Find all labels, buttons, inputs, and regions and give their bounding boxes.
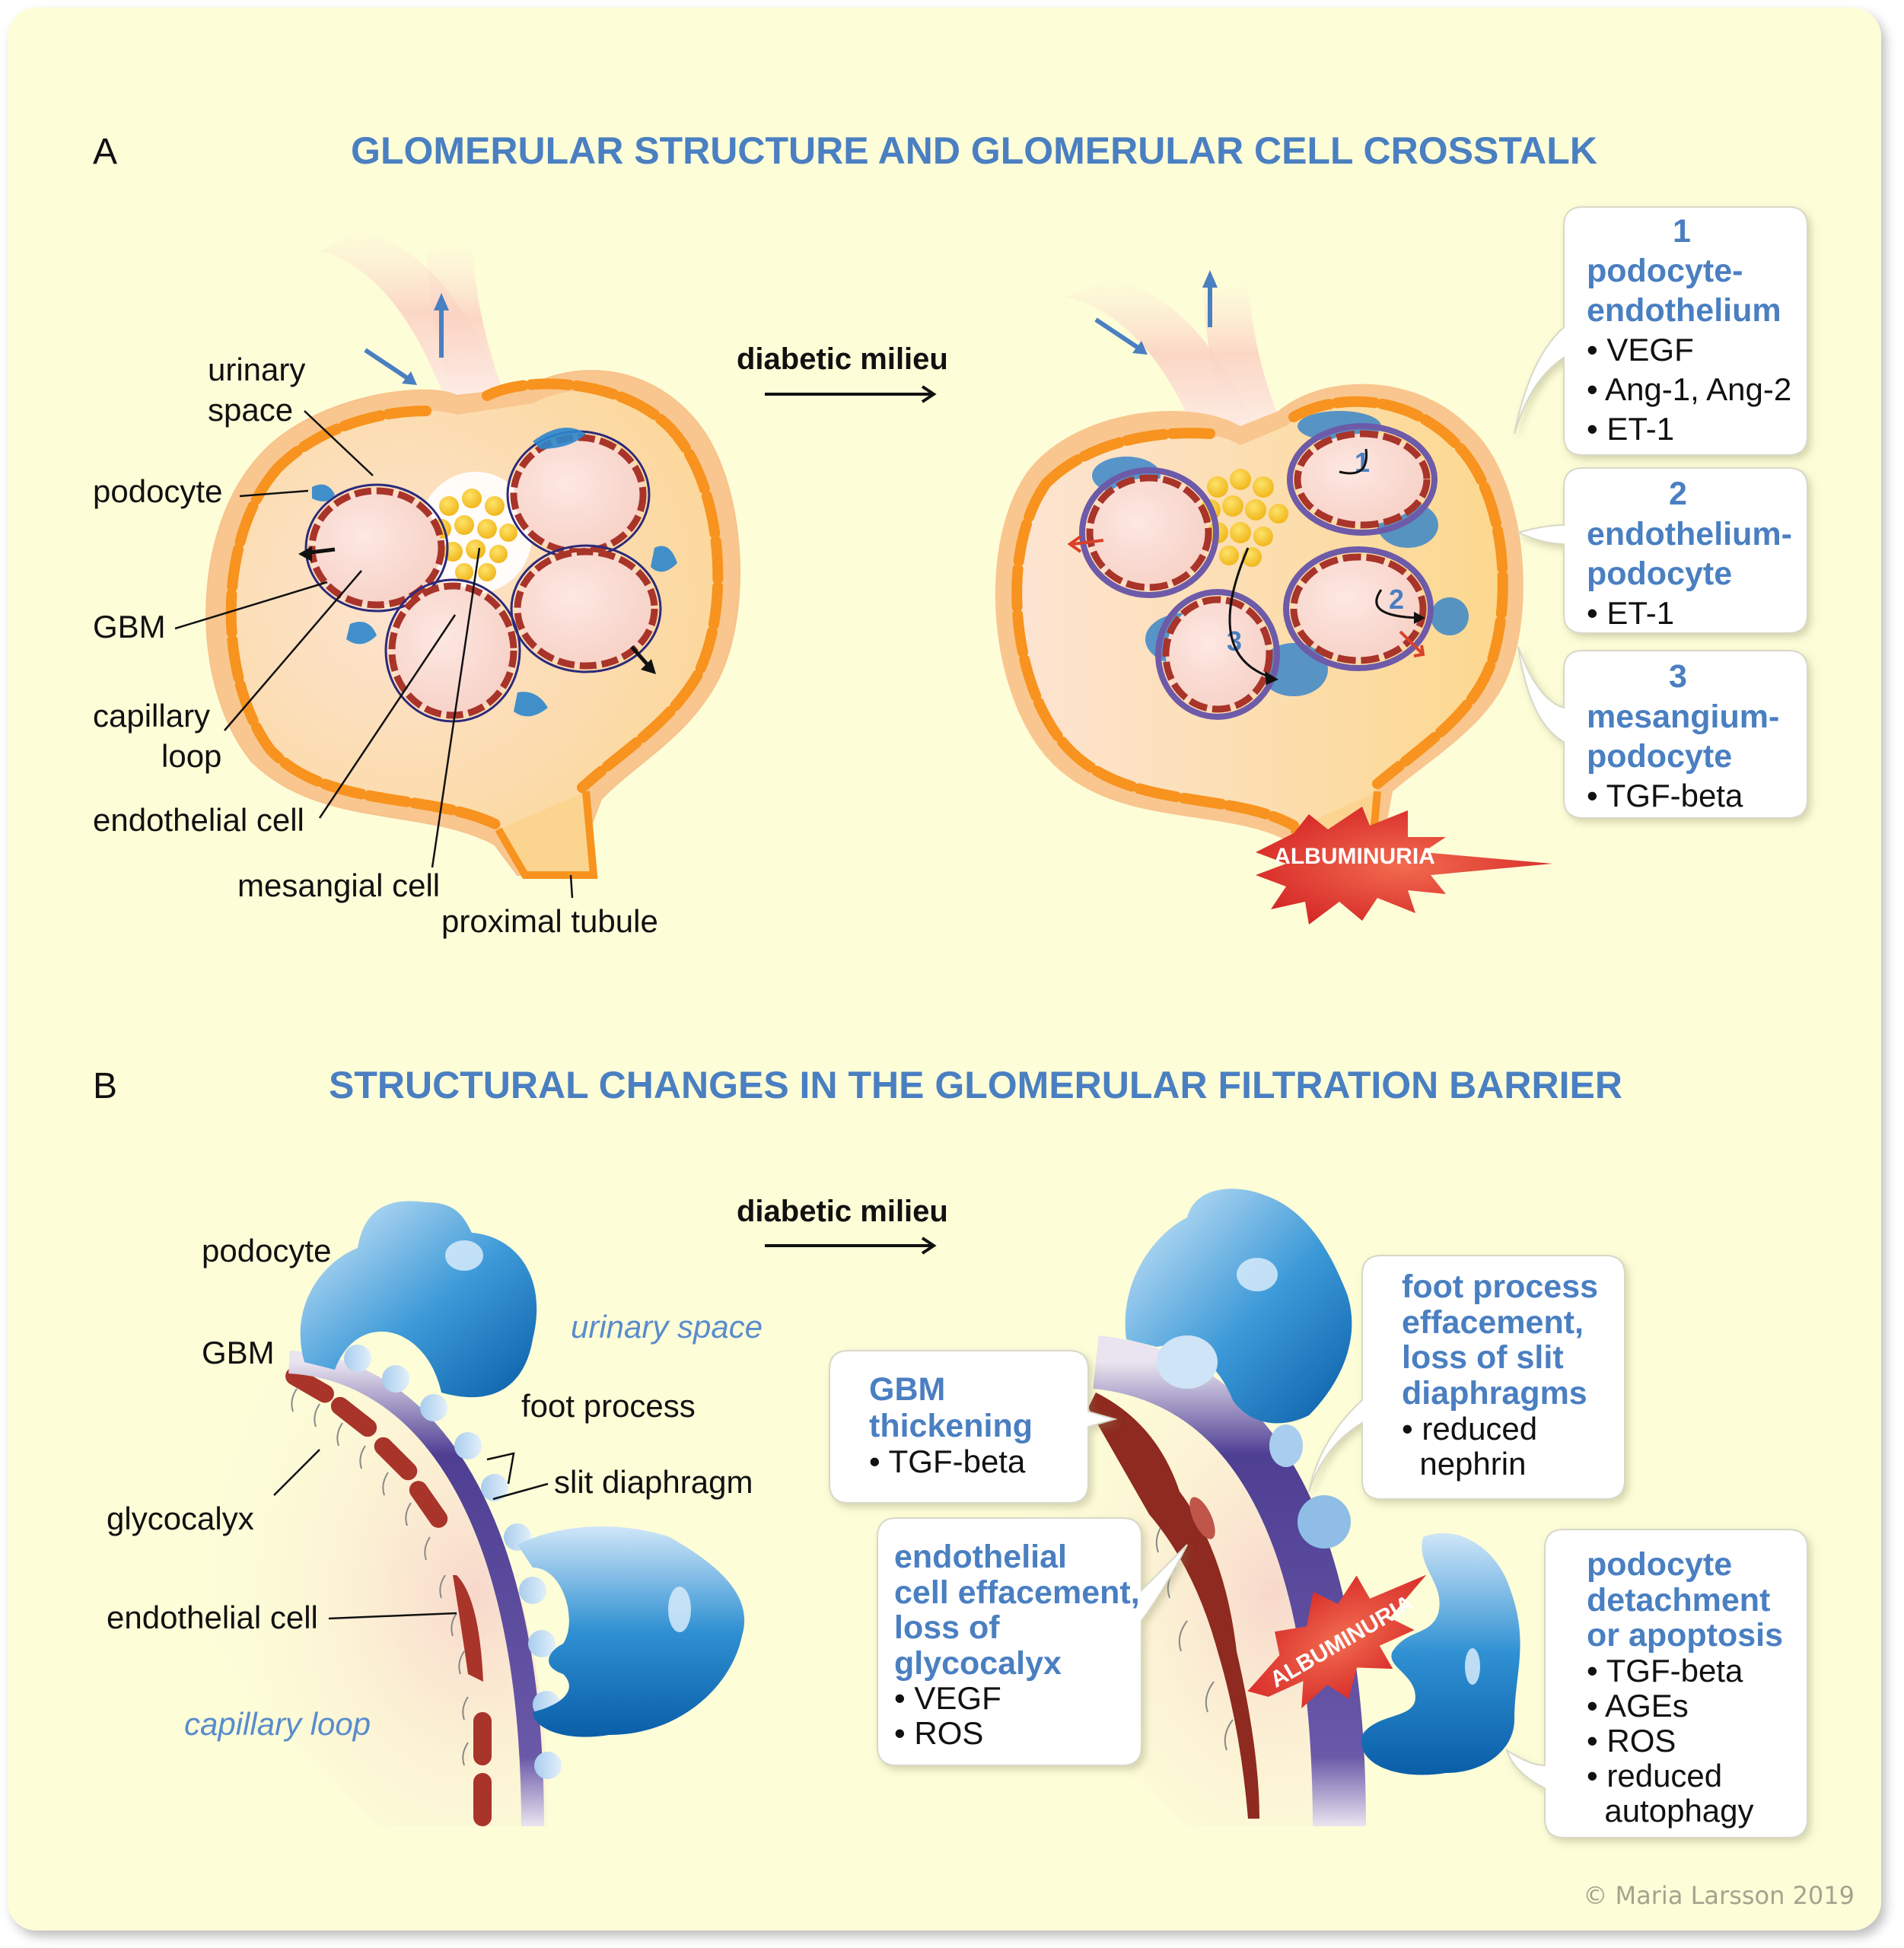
callout-endo-heading-4: glycocalyx (894, 1645, 1062, 1682)
panel-a-callout-3 (1517, 646, 1808, 819)
label-gbm: GBM (93, 609, 166, 645)
callout-endo-heading-3: loss of (894, 1609, 1000, 1646)
panel-b-title: STRUCTURAL CHANGES IN THE GLOMERULAR FIL… (329, 1064, 1622, 1106)
callout-foot-item-1: • reduced (1402, 1411, 1537, 1447)
crosstalk-marker-3: 3 (1227, 625, 1242, 657)
callout-2-item-1: • ET-1 (1587, 595, 1674, 631)
callout-gbm-thickening-box (829, 1350, 1118, 1504)
callout-1-heading-1: podocyte- (1587, 253, 1743, 289)
label-b-glycocalyx: glycocalyx (107, 1501, 254, 1536)
label-b-foot-process: foot process (521, 1388, 696, 1424)
label-capillary-loop-2: loop (161, 738, 221, 774)
mesangial-cells (431, 489, 517, 581)
callout-endothelial-box (877, 1517, 1188, 1766)
panel-a-letter: A (93, 132, 117, 172)
callout-podo-heading-3: or apoptosis (1587, 1617, 1783, 1654)
callout-2-number: 2 (1669, 476, 1687, 512)
callout-podocyte-box (1505, 1529, 1808, 1838)
callout-endo-item-1: • VEGF (894, 1680, 1001, 1716)
podocytes (312, 428, 677, 717)
label-b-gbm: GBM (202, 1335, 275, 1370)
callout-1-heading-2: endothelium (1587, 292, 1781, 329)
callout-foot-heading-4: diaphragms (1402, 1375, 1587, 1412)
callout-gbm-heading-2: thickening (869, 1408, 1033, 1444)
label-b-capillary-loop: capillary loop (184, 1706, 371, 1742)
label-endothelial-cell: endothelial cell (93, 802, 304, 838)
callout-podo-item-4: • reduced (1587, 1758, 1722, 1794)
capillary-loops (304, 430, 662, 723)
callout-podo-item-1: • TGF-beta (1587, 1653, 1743, 1689)
panel-a-transition-arrow-icon (765, 385, 937, 403)
callout-podo-item-2: • AGEs (1587, 1688, 1689, 1724)
callout-podo-heading-1: podocyte (1587, 1546, 1732, 1583)
panel-a-labels: urinary space podocyte GBM capillary loo… (93, 352, 658, 939)
callout-1-number: 1 (1673, 213, 1691, 250)
label-proximal-tubule: proximal tubule (441, 903, 658, 939)
lower-podocyte (517, 1526, 745, 1737)
callout-foot-process-box (1308, 1255, 1625, 1500)
callout-gbm-heading-1: GBM (869, 1371, 945, 1408)
normal-glomerulus-diagram (205, 228, 740, 879)
callout-endo-heading-1: endothelial (894, 1539, 1067, 1575)
callout-endo-heading-2: cell effacement, (894, 1574, 1140, 1611)
label-b-slit-diaphragm: slit diaphragm (554, 1464, 753, 1500)
copyright: © Maria Larsson 2019 (1583, 1881, 1855, 1910)
label-capillary-loop-1: capillary (93, 698, 210, 734)
panel-b-letter: B (93, 1066, 117, 1106)
normal-filtration-barrier (183, 1201, 745, 1827)
callout-2-heading-2: podocyte (1587, 555, 1732, 592)
callout-2-heading-1: endothelium- (1587, 516, 1792, 552)
panel-b-labels: podocyte GBM urinary space foot process … (107, 1233, 763, 1742)
panel-a-albuminuria-label: ALBUMINURIA (1274, 844, 1435, 869)
callout-endo-item-2: • ROS (894, 1715, 983, 1751)
callout-3-heading-2: podocyte (1587, 738, 1732, 775)
label-urinary-space-2: space (208, 392, 293, 428)
callout-3-number: 3 (1669, 658, 1687, 695)
gbm-band (288, 1351, 544, 1827)
parietal-epithelium-top (272, 406, 431, 473)
label-b-podocyte: podocyte (202, 1233, 331, 1268)
callout-1-item-3: • ET-1 (1587, 411, 1674, 447)
callout-podo-item-5: autophagy (1587, 1793, 1754, 1829)
callout-foot-heading-1: foot process (1402, 1268, 1598, 1305)
label-b-urinary-space: urinary space (571, 1309, 763, 1345)
callout-gbm-item-1: • TGF-beta (869, 1443, 1026, 1479)
callout-podo-heading-2: detachment (1587, 1582, 1770, 1619)
panel-a-title: GLOMERULAR STRUCTURE AND GLOMERULAR CELL… (351, 129, 1597, 172)
panel-a-albuminuria-burst: ALBUMINURIA (1256, 807, 1552, 925)
panel-b-transition-arrow-icon (765, 1237, 937, 1255)
callout-1-item-1: • VEGF (1587, 332, 1694, 368)
label-b-endothelial-cell: endothelial cell (107, 1599, 318, 1635)
parietal-epithelium (225, 463, 504, 831)
label-podocyte: podocyte (93, 473, 222, 509)
crosstalk-marker-2: 2 (1389, 584, 1404, 615)
callout-3-heading-1: mesangium- (1587, 699, 1779, 735)
proximal-tubule (495, 791, 598, 879)
inflow-arrow-icon (364, 348, 412, 383)
label-urinary-space-1: urinary (208, 352, 305, 387)
parietal-epithelium-right (482, 378, 724, 793)
callout-foot-item-2: nephrin (1402, 1446, 1526, 1482)
panel-a-transition-label: diabetic milieu (737, 342, 948, 376)
callout-foot-heading-2: effacement, (1402, 1304, 1584, 1341)
label-mesangial-cell: mesangial cell (237, 867, 440, 903)
diabetic-glomerulus-diagram: 1 2 3 (995, 270, 1524, 883)
panel-b-transition-label: diabetic milieu (737, 1195, 948, 1228)
callout-1-item-2: • Ang-1, Ang-2 (1587, 371, 1791, 407)
callout-3-item-1: • TGF-beta (1587, 778, 1743, 813)
panel-a-callout-1 (1514, 206, 1808, 456)
panel-a-callout-2 (1516, 467, 1808, 634)
callout-foot-heading-3: loss of slit (1402, 1339, 1564, 1376)
callout-podo-item-3: • ROS (1587, 1723, 1676, 1759)
